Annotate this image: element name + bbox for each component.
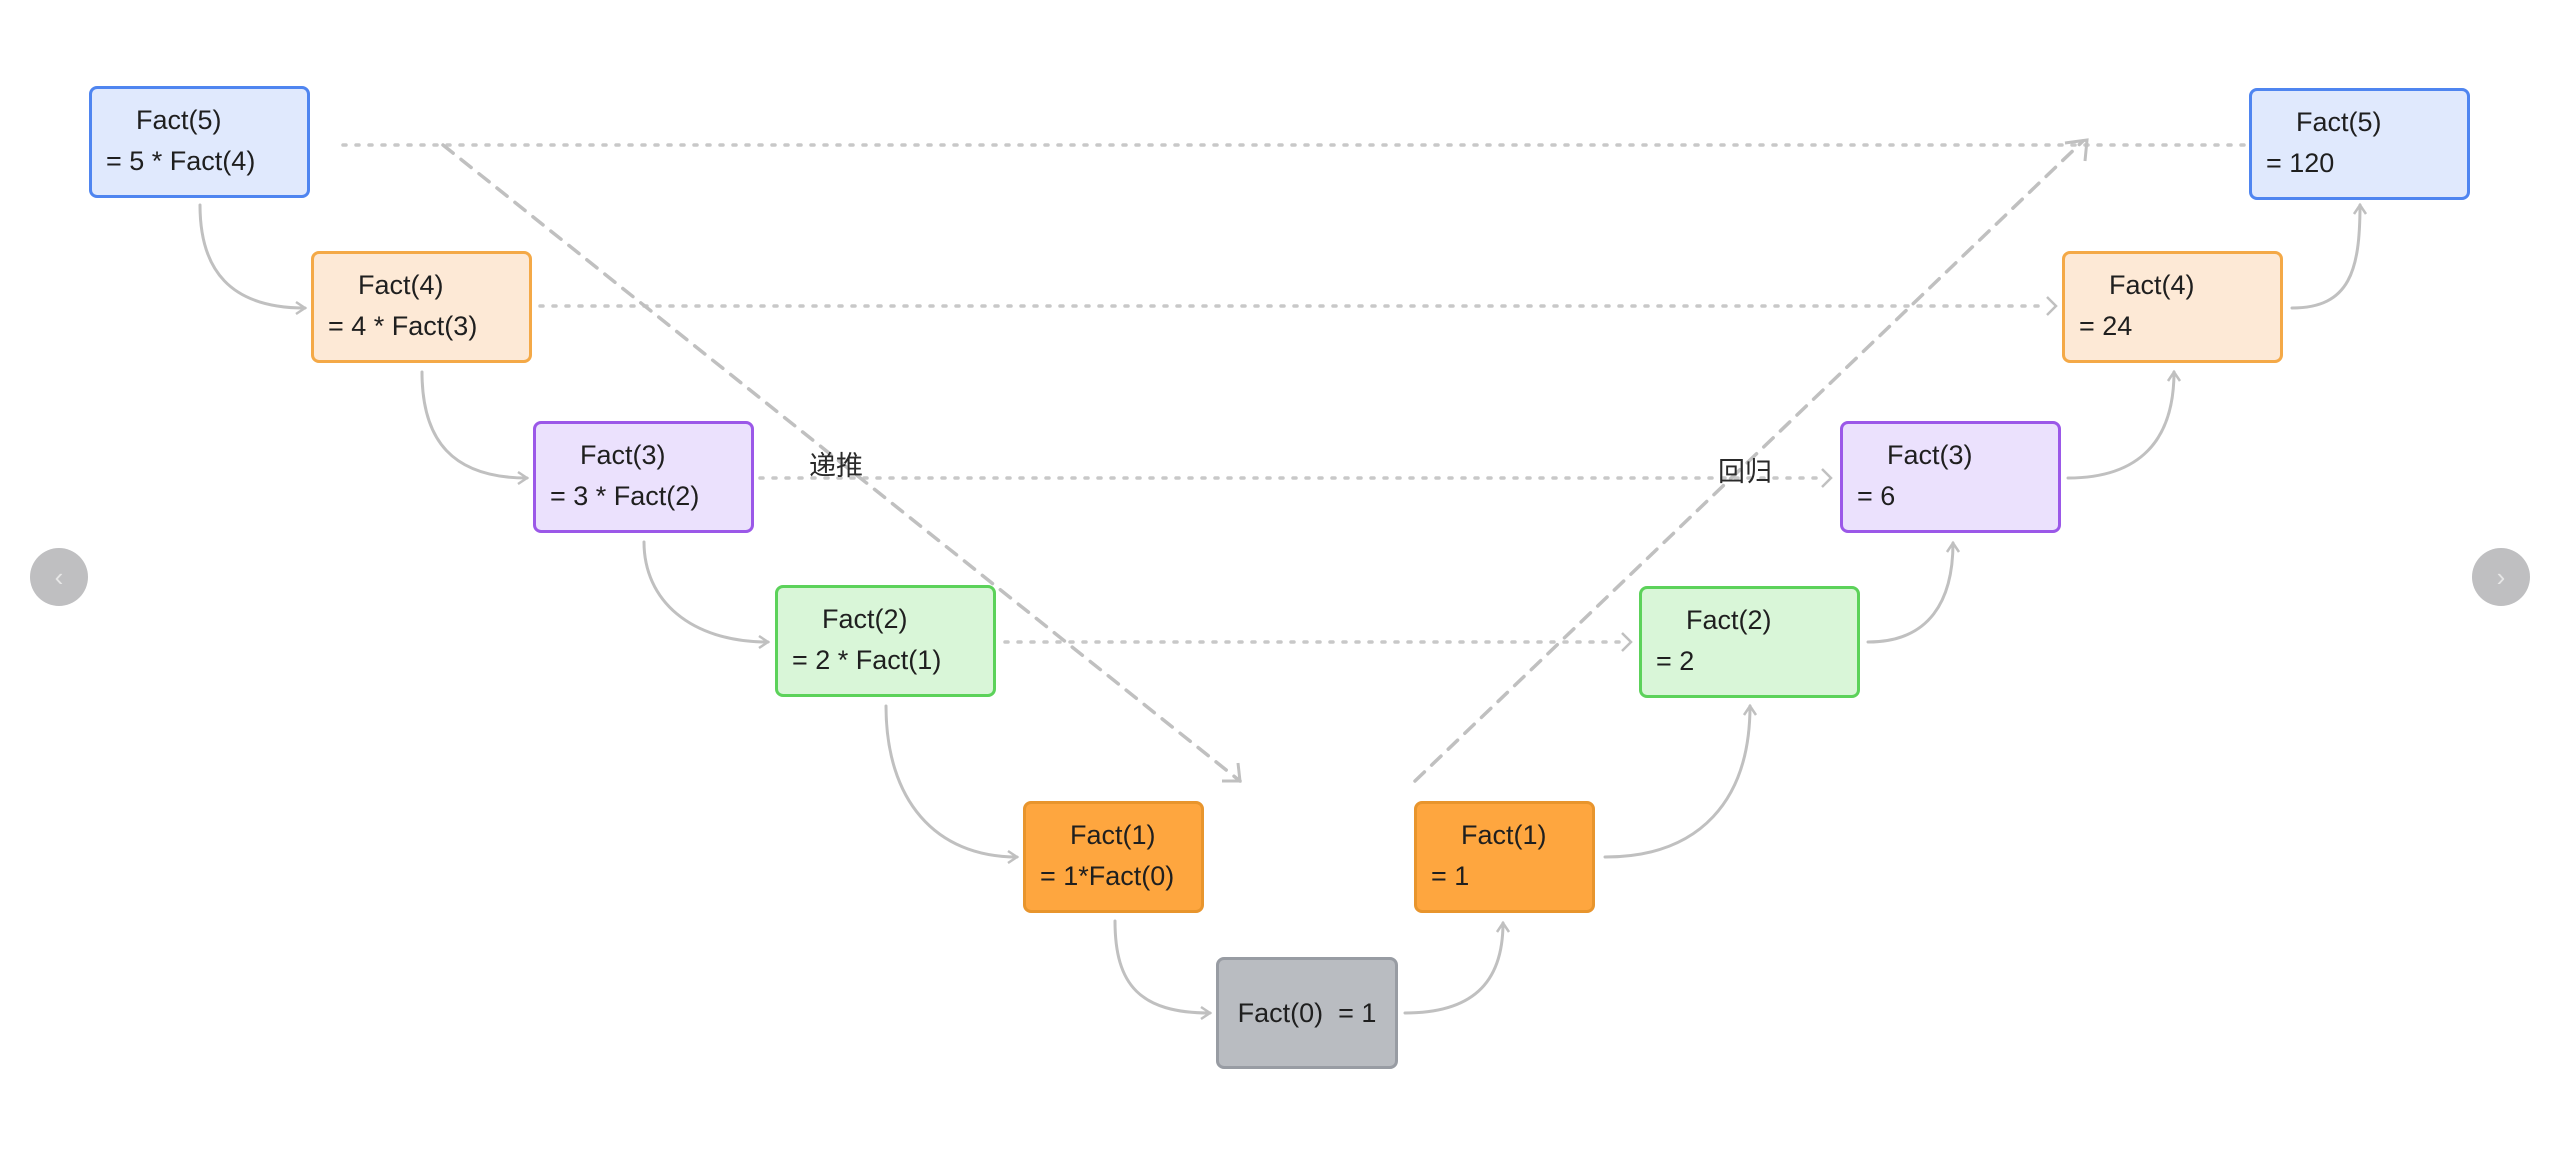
node-expression: = 5 * Fact(4) — [106, 146, 256, 176]
ascent-node-fact5: Fact(5) = 120 — [2249, 88, 2470, 200]
prev-slide-button[interactable]: ‹ — [30, 548, 88, 606]
descent-node-fact4: Fact(4) = 4 * Fact(3) — [311, 251, 532, 363]
descent-connector-3-2 — [642, 540, 771, 650]
descent-node-fact5: Fact(5) = 5 * Fact(4) — [89, 86, 310, 198]
node-title: Fact(4) — [358, 270, 444, 300]
node-expression: = 1*Fact(0) — [1040, 861, 1175, 891]
descent-connector-1-0 — [1113, 919, 1213, 1021]
ascend-label: 回归 — [1718, 457, 1772, 487]
node-expression: = 120 — [2266, 148, 2335, 178]
descent-connector-5-4 — [198, 203, 308, 316]
descent-node-fact2: Fact(2) = 2 * Fact(1) — [775, 585, 996, 697]
node-expression: = 2 * Fact(1) — [792, 645, 942, 675]
node-expression: = 6 — [1857, 481, 1896, 511]
descend-label: 递推 — [809, 451, 863, 481]
node-title: Fact(5) — [2296, 107, 2382, 137]
node-title: Fact(3) — [1887, 440, 1973, 470]
node-expression: = 4 * Fact(3) — [328, 311, 478, 341]
ascent-node-fact1: Fact(1) = 1 — [1414, 801, 1595, 913]
node-expression: = 1 — [1431, 861, 1470, 891]
node-title: Fact(5) — [136, 105, 222, 135]
node-title: Fact(1) — [1070, 820, 1156, 850]
next-slide-button[interactable]: › — [2472, 548, 2530, 606]
node-expression: = 3 * Fact(2) — [550, 481, 700, 511]
ascent-node-fact3: Fact(3) = 6 — [1840, 421, 2061, 533]
node-expression: Fact(0) = 1 — [1237, 997, 1377, 1028]
ascent-connector-2-3 — [1866, 540, 1961, 644]
descent-node-fact1: Fact(1) = 1*Fact(0) — [1023, 801, 1204, 913]
node-title: Fact(2) — [1686, 605, 1772, 635]
node-title: Fact(2) — [822, 604, 908, 634]
descent-connector-2-1 — [884, 704, 1020, 865]
node-expression: = 2 — [1656, 646, 1695, 676]
descent-connector-4-3 — [420, 370, 530, 486]
chevron-right-icon: › — [2496, 561, 2506, 592]
node-title: Fact(3) — [580, 440, 666, 470]
node-title: Fact(4) — [2109, 270, 2195, 300]
ascent-connector-3-4 — [2066, 369, 2182, 480]
ascent-connector-1-2 — [1603, 703, 1758, 859]
base-node-fact0: Fact(0) = 1 — [1216, 957, 1398, 1069]
node-expression: = 24 — [2079, 311, 2133, 341]
ascent-node-fact4: Fact(4) = 24 — [2062, 251, 2283, 363]
node-title: Fact(1) — [1461, 820, 1547, 850]
ascent-connector-4-5 — [2290, 202, 2368, 310]
ascent-connector-0-1 — [1403, 920, 1511, 1015]
chevron-left-icon: ‹ — [54, 561, 64, 592]
descent-node-fact3: Fact(3) = 3 * Fact(2) — [533, 421, 754, 533]
ascent-node-fact2: Fact(2) = 2 — [1639, 586, 1860, 698]
